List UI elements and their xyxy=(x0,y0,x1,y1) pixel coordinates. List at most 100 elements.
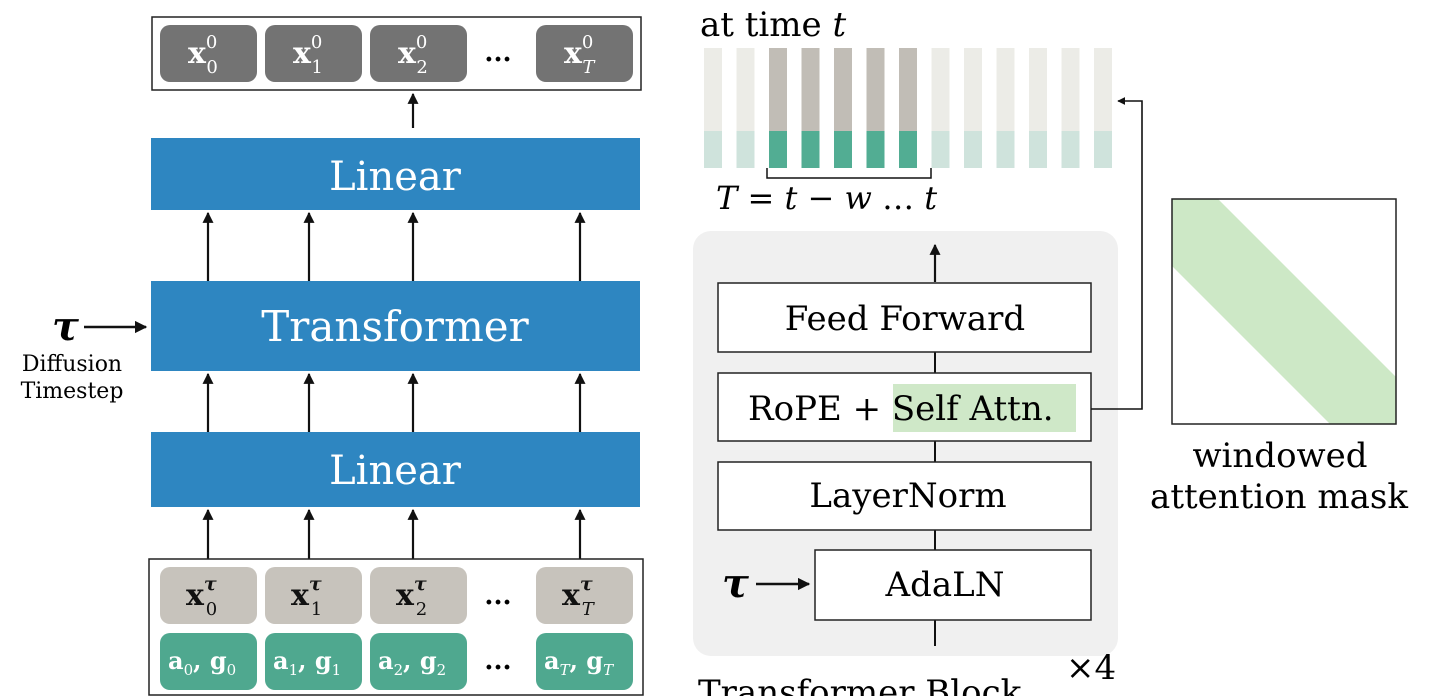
noisy-token-box xyxy=(265,567,362,624)
strip-token-top xyxy=(1061,48,1080,131)
strip-token-bottom xyxy=(931,131,950,168)
strip-token-bottom xyxy=(1029,131,1047,168)
strip-token xyxy=(704,48,722,168)
windowed-attention-mask: windowed attention mask xyxy=(1150,198,1408,517)
diffusion-label-line2: Timestep xyxy=(21,379,124,404)
strip-token-bottom xyxy=(1061,131,1080,168)
transformer-block-caption: Transformer Block xyxy=(698,673,1022,696)
noisy-token-box xyxy=(370,567,467,624)
strip-token xyxy=(996,48,1015,168)
arrows-transformer-to-linear xyxy=(202,211,586,281)
transformer-block xyxy=(151,281,640,371)
condition-token: aT, gT xyxy=(536,633,633,690)
linear-top-block xyxy=(151,138,640,210)
strip-token-bottom xyxy=(866,131,885,168)
strip-token xyxy=(1094,48,1112,168)
condition-ellipsis: ... xyxy=(484,646,511,676)
arrows-inputs-to-linear xyxy=(202,508,586,563)
output-ellipsis: ... xyxy=(484,38,511,68)
strip-token xyxy=(964,48,982,168)
linear-bottom-block xyxy=(151,432,640,507)
output-token-box xyxy=(265,25,362,82)
strip-token-active xyxy=(834,48,852,168)
mask-band xyxy=(1172,199,1396,424)
strip-token xyxy=(736,48,755,168)
self-attn-highlight xyxy=(893,384,1076,432)
strip-token-top xyxy=(736,48,755,131)
tau-symbol-left: τ xyxy=(52,303,79,350)
window-bracket xyxy=(766,168,932,179)
condition-token-box xyxy=(536,633,633,690)
strip-token-top xyxy=(899,48,917,131)
condition-token-label: aT, gT xyxy=(544,646,614,679)
layernorm-label: LayerNorm xyxy=(809,476,1006,516)
strip-token-top xyxy=(866,48,885,131)
noisy-token-box xyxy=(160,567,257,624)
condition-token: a2, g2 xyxy=(370,633,467,690)
mask-label-line1: windowed xyxy=(1192,436,1367,476)
transformer-block-detail: at time t T = t − w … t Feed Forward RoP… xyxy=(693,5,1143,696)
noisy-token-box xyxy=(536,567,633,624)
strip-token-top xyxy=(1094,48,1112,131)
strip-token-bottom xyxy=(899,131,917,168)
condition-token-box xyxy=(160,633,257,690)
output-token-box xyxy=(536,25,633,82)
self-attention-label: RoPE + Self Attn. xyxy=(748,389,1054,429)
layernorm-box xyxy=(717,461,1092,531)
strip-token-bottom xyxy=(736,131,755,168)
strip-token-bottom xyxy=(834,131,852,168)
strip-token-bottom xyxy=(801,131,820,168)
feed-forward-label: Feed Forward xyxy=(785,299,1025,339)
diffusion-label-line1: Diffusion xyxy=(22,352,122,377)
tau-symbol-block: τ xyxy=(722,560,749,607)
strip-token-bottom xyxy=(964,131,982,168)
strip-token-top xyxy=(964,48,982,131)
condition-token-box xyxy=(370,633,467,690)
output-token-box xyxy=(160,25,257,82)
strip-token-active xyxy=(801,48,820,168)
linear-bottom-label: Linear xyxy=(329,448,462,494)
strip-token-bottom xyxy=(1094,131,1112,168)
condition-token-label: a2, g2 xyxy=(378,646,446,679)
adaln-label: AdaLN xyxy=(885,565,1005,605)
condition-token-label: a1, g1 xyxy=(273,646,341,679)
strip-token-active xyxy=(769,48,787,168)
repeat-count: ×4 xyxy=(1066,648,1116,688)
mask-border xyxy=(1171,198,1397,425)
strip-token-bottom xyxy=(769,131,787,168)
strip-token-bottom xyxy=(996,131,1015,168)
strip-token-top xyxy=(769,48,787,131)
strip-token-top xyxy=(801,48,820,131)
strip-token-top xyxy=(1029,48,1047,131)
transformer-label: Transformer xyxy=(261,302,529,351)
strip-token-top xyxy=(931,48,950,131)
strip-token xyxy=(1061,48,1080,168)
arrows-linear-to-transformer xyxy=(202,372,586,432)
at-time-label: at time t xyxy=(700,5,846,45)
strip-token-active xyxy=(899,48,917,168)
window-formula: T = t − w … t xyxy=(716,179,937,217)
strip-token-active xyxy=(866,48,885,168)
strip-token-top xyxy=(704,48,722,131)
strip-token xyxy=(1029,48,1047,168)
strip-token-top xyxy=(996,48,1015,131)
token-strip xyxy=(704,48,1112,168)
mask-label-line2: attention mask xyxy=(1150,477,1408,517)
